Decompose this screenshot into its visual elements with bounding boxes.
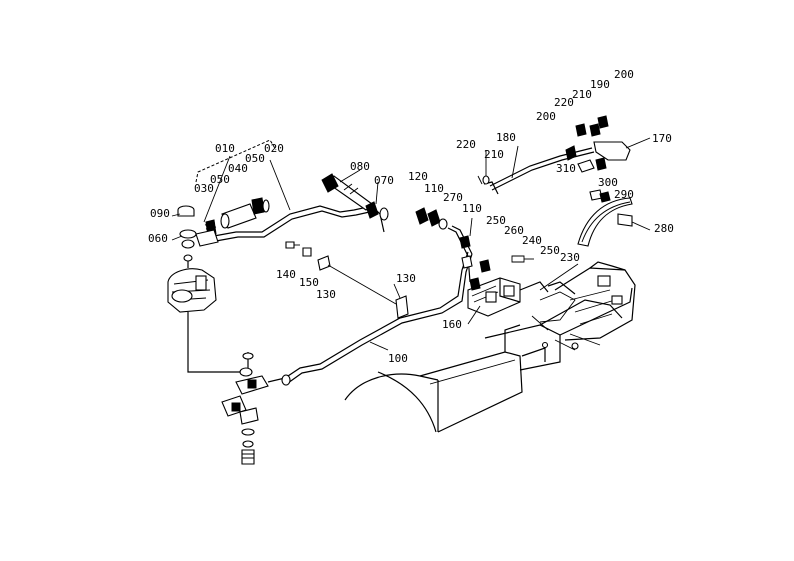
label-060: 060 (148, 232, 168, 245)
tube-080-assembly (321, 173, 389, 221)
hydraulic-pump (167, 258, 249, 373)
hydraulic-pipe-100 (281, 251, 473, 386)
label-140: 140 (276, 268, 296, 281)
lever-assembly (415, 207, 534, 283)
label-260: 260 (504, 224, 524, 237)
label-030: 030 (194, 182, 214, 195)
clamp-parts (285, 241, 409, 319)
label-190: 190 (590, 78, 610, 91)
label-050b: 050 (245, 152, 265, 165)
label-070: 070 (374, 174, 394, 187)
part-number-labels: 010 020 030 040 050 050 060 090 080 070 … (148, 68, 674, 365)
label-310: 310 (556, 162, 576, 175)
label-080: 080 (350, 160, 370, 173)
control-valve-160 (467, 277, 549, 317)
label-220b: 220 (554, 96, 574, 109)
label-270: 270 (443, 191, 463, 204)
fender-assembly (577, 189, 633, 247)
leader-lines (171, 137, 651, 351)
label-250a: 250 (486, 214, 506, 227)
label-300: 300 (598, 176, 618, 189)
label-250b: 250 (540, 244, 560, 257)
filter-parts-group (177, 139, 277, 262)
label-240: 240 (522, 234, 542, 247)
control-rod-180 (477, 115, 631, 195)
label-090: 090 (150, 207, 170, 220)
label-130a: 130 (316, 288, 336, 301)
label-120: 120 (408, 170, 428, 183)
label-130b: 130 (396, 272, 416, 285)
label-200b: 200 (614, 68, 634, 81)
coupling-assembly (221, 352, 286, 465)
label-280: 280 (654, 222, 674, 235)
label-230: 230 (560, 251, 580, 264)
label-210b: 210 (572, 88, 592, 101)
label-180: 180 (496, 131, 516, 144)
label-160: 160 (442, 318, 462, 331)
label-110a: 110 (424, 182, 444, 195)
label-020: 020 (264, 142, 284, 155)
label-170: 170 (652, 132, 672, 145)
label-200a: 200 (536, 110, 556, 123)
label-210a: 210 (484, 148, 504, 161)
label-100: 100 (388, 352, 408, 365)
label-010: 010 (215, 142, 235, 155)
label-040: 040 (228, 162, 248, 175)
label-290: 290 (614, 188, 634, 201)
label-220a: 220 (456, 138, 476, 151)
tractor-body (344, 261, 636, 433)
label-050a: 050 (210, 173, 230, 186)
label-110b: 110 (462, 202, 482, 215)
label-150: 150 (299, 276, 319, 289)
